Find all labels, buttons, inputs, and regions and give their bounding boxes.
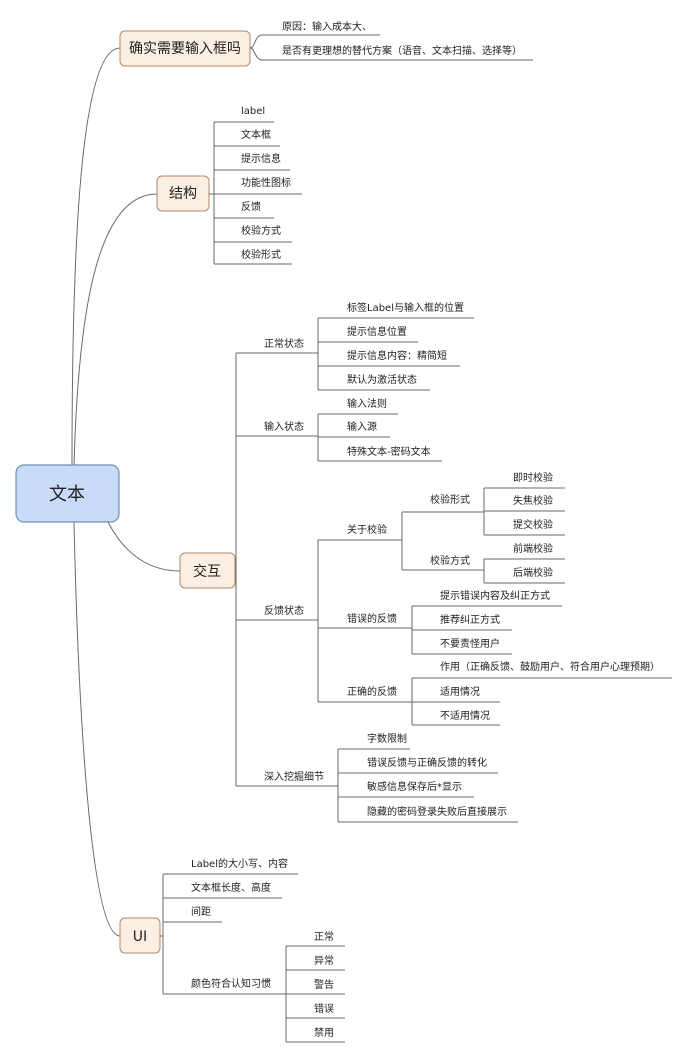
leaf-error-0: 提示错误内容及纠正方式 [440, 589, 550, 602]
leaf-structure-check-form: 校验形式 [241, 248, 281, 261]
leaf-form-1: 失焦校验 [513, 494, 553, 507]
branch-need: 确实需要输入框吗 原因：输入成本大、 是否有更理想的替代方案（语音、文本扫描、选… [119, 20, 533, 67]
leaf-need-0[interactable]: 原因：输入成本大、 [282, 20, 372, 33]
leaf-structure-label: label [241, 106, 265, 117]
sub-validation-form-label: 校验形式 [430, 493, 470, 506]
leaf-method-1: 后端校验 [513, 566, 553, 579]
leaf-color-error: 错误 [314, 1002, 334, 1015]
leaf-details-3: 隐藏的密码登录失败后直接展示 [367, 805, 507, 818]
leaf-correct-1: 适用情况 [440, 685, 480, 698]
leaf-error-2: 不要责怪用户 [440, 637, 500, 650]
sub-normal-label: 正常状态 [264, 337, 304, 350]
leaf-need-1[interactable]: 是否有更理想的替代方案（语音、文本扫描、选择等） [282, 44, 522, 57]
leaf-input-1: 输入源 [347, 420, 377, 433]
leaf-details-2: 敏感信息保存后*显示 [367, 780, 462, 793]
leaf-form-2: 提交校验 [513, 518, 553, 531]
sub-details-label: 深入挖掘细节 [264, 770, 324, 783]
leaf-structure-textbox: 文本框 [241, 128, 271, 141]
branch-ui: UI Label的大小写、内容 文本框长度、高度 间距 颜色符合认知习惯 正常 … [119, 857, 345, 1043]
leaf-color-abnormal: 异常 [314, 954, 334, 967]
node-interaction-label: 交互 [193, 563, 221, 580]
node-ui-label: UI [133, 929, 147, 945]
leaf-structure-check-method: 校验方式 [241, 224, 281, 237]
sub-validation-label: 关于校验 [347, 523, 387, 536]
branch-structure: 结构 label 文本框 提示信息 功能性图标 反馈 校验方式 校验形式 [156, 106, 302, 265]
node-need-label: 确实需要输入框吗 [129, 41, 241, 57]
node-interaction[interactable]: 交互 [179, 552, 236, 589]
leaf-details-1: 错误反馈与正确反馈的转化 [367, 756, 487, 769]
sub-feedback-label: 反馈状态 [264, 604, 304, 617]
leaf-normal-3: 默认为激活状态 [347, 373, 417, 386]
sub-error-label: 错误的反馈 [347, 612, 397, 625]
root-node[interactable]: 文本 [15, 464, 120, 523]
leaf-correct-0: 作用（正确反馈、鼓励用户、符合用户心理预期） [440, 660, 660, 673]
leaf-input-2: 特殊文本-密码文本 [347, 445, 431, 458]
leaf-color-normal: 正常 [314, 930, 334, 943]
node-structure-label: 结构 [169, 186, 197, 202]
node-structure[interactable]: 结构 [156, 175, 210, 212]
leaf-color-disabled: 禁用 [314, 1027, 334, 1039]
leaf-details-0: 字数限制 [367, 732, 407, 745]
node-need[interactable]: 确实需要输入框吗 [119, 30, 251, 67]
leaf-ui-0: Label的大小写、内容 [191, 857, 288, 870]
leaf-normal-2: 提示信息内容：精简短 [347, 349, 447, 362]
leaf-input-0: 输入法则 [347, 397, 387, 410]
leaf-normal-0: 标签Label与输入框的位置 [347, 301, 464, 314]
leaf-form-0: 即时校验 [513, 471, 553, 484]
leaf-normal-1: 提示信息位置 [347, 325, 407, 338]
node-ui[interactable]: UI [119, 917, 161, 954]
branch-interaction: 交互 正常状态 输入状态 反馈状态 深入挖掘细节 标签Label与输入框的位置 … [179, 301, 672, 823]
leaf-ui-1: 文本框长度、高度 [191, 881, 271, 894]
leaf-ui-2: 间距 [191, 905, 211, 918]
leaf-error-1: 推荐纠正方式 [440, 613, 500, 626]
leaf-structure-feedback: 反馈 [241, 200, 261, 213]
root-connectors [71, 47, 181, 937]
leaf-method-0: 前端校验 [513, 542, 553, 555]
sub-correct-label: 正确的反馈 [347, 685, 397, 698]
root-label: 文本 [49, 484, 85, 505]
svg-text:是否有更理想的替代方案（语音、文本扫描、选择等）: 是否有更理想的替代方案（语音、文本扫描、选择等） [282, 44, 522, 57]
leaf-color-warning: 警告 [314, 978, 334, 991]
leaf-structure-hint: 提示信息 [241, 152, 281, 165]
sub-input-label: 输入状态 [264, 420, 304, 433]
leaf-structure-icon: 功能性图标 [241, 176, 291, 189]
sub-validation-method-label: 校验方式 [430, 554, 470, 567]
svg-text:原因：输入成本大、: 原因：输入成本大、 [282, 20, 372, 33]
sub-colors-label: 颜色符合认知习惯 [191, 977, 271, 990]
leaf-correct-2: 不适用情况 [440, 709, 490, 722]
